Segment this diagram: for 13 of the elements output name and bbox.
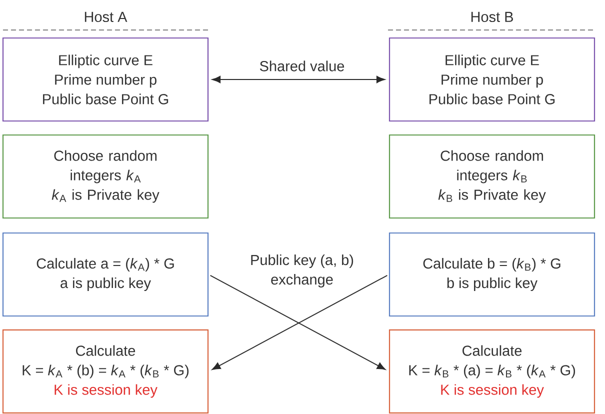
process-box: Elliptic curve E Prime number p Public base Point G [388, 37, 596, 122]
process-box: Calculate b = (k$_{B}$) * G b is public key [388, 232, 596, 317]
arrow [212, 76, 385, 84]
column-heading: Host A [84, 12, 128, 22]
exchange-label: Public key (a, b) exchange [251, 254, 354, 288]
process-box: Choose random integers k$_{B}$ k$_{B}$ is Private key [388, 134, 596, 219]
column-heading: Host B [471, 12, 513, 22]
process-box: Calculate K = k$_{B}$ * (a) = k$_{B}$ * (k$_{A}$ * G) K is session key [388, 329, 596, 414]
process-box: Calculate a = (k$_{A}$) * G a is public key [2, 232, 209, 317]
edge-label: Shared value [258, 60, 346, 72]
process-box: Elliptic curve E Prime number p Public base Point G [2, 37, 209, 122]
process-box: Calculate K = k$_{A}$ * (b) = k$_{A}$ * (k$_{B}$ * G) K is session key [2, 329, 209, 414]
process-box: Choose random integers k$_{A}$ k$_{A}$ is Private key [2, 134, 209, 219]
